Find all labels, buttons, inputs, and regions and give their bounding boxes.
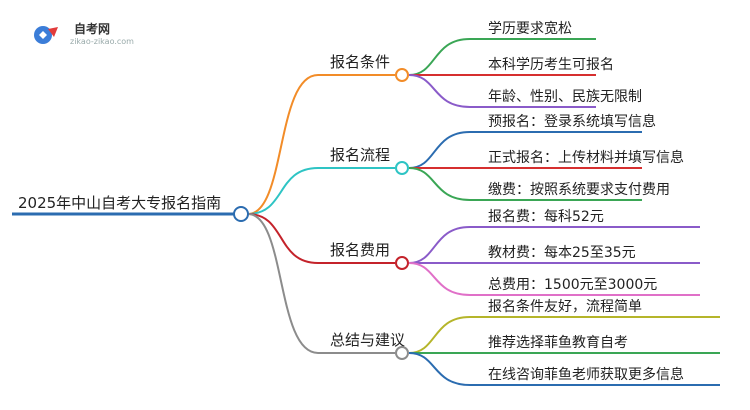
leaf-connector	[408, 38, 596, 76]
leaf-label: 在线咨询菲鱼老师获取更多信息	[488, 366, 684, 383]
branch-node	[395, 346, 409, 360]
leaf-connector	[408, 167, 642, 201]
leaf-connector	[408, 316, 720, 354]
leaf-connector	[408, 262, 700, 296]
leaf-connector	[408, 74, 596, 108]
leaf-label: 总费用：1500元至3000元	[488, 277, 657, 293]
branch-node	[395, 161, 409, 175]
branch-label: 报名条件	[330, 53, 390, 71]
leaf-label: 报名条件友好，流程简单	[488, 298, 642, 315]
leaf-label: 学历要求宽松	[488, 20, 572, 37]
leaf-connector	[408, 226, 700, 264]
logo-mark-icon	[34, 26, 58, 44]
branch-connector	[247, 74, 395, 215]
leaf-label: 缴费：按照系统要求支付费用	[488, 182, 670, 198]
root-label: 2025年中山自考大专报名指南	[18, 194, 221, 212]
leaf-label: 预报名：登录系统填写信息	[488, 113, 656, 130]
branch-node	[395, 256, 409, 270]
leaf-connector	[408, 131, 642, 169]
leaf-label: 教材费：每本25至35元	[488, 245, 636, 261]
leaf-label: 推荐选择菲鱼教育自考	[488, 334, 628, 351]
leaf-label: 年龄、性别、民族无限制	[488, 89, 642, 105]
leaf-label: 报名费：每科52元	[488, 209, 604, 225]
leaf-label: 本科学历考生可报名	[488, 57, 614, 73]
branch-node	[395, 68, 409, 82]
leaf-connector	[408, 352, 720, 386]
leaf-label: 正式报名：上传材料并填写信息	[488, 149, 684, 166]
branch-connector	[247, 213, 395, 354]
branch-connector	[247, 213, 395, 264]
branch-label: 报名流程	[330, 146, 390, 164]
logo-title: 自考网	[74, 22, 111, 36]
root-node	[233, 206, 249, 222]
site-logo: 自考网 zikao-zikao.com	[30, 18, 150, 52]
branch-connector	[247, 167, 395, 215]
branch-label: 报名费用	[330, 241, 390, 259]
logo-url: zikao-zikao.com	[70, 37, 134, 46]
branch-label: 总结与建议	[330, 331, 405, 349]
